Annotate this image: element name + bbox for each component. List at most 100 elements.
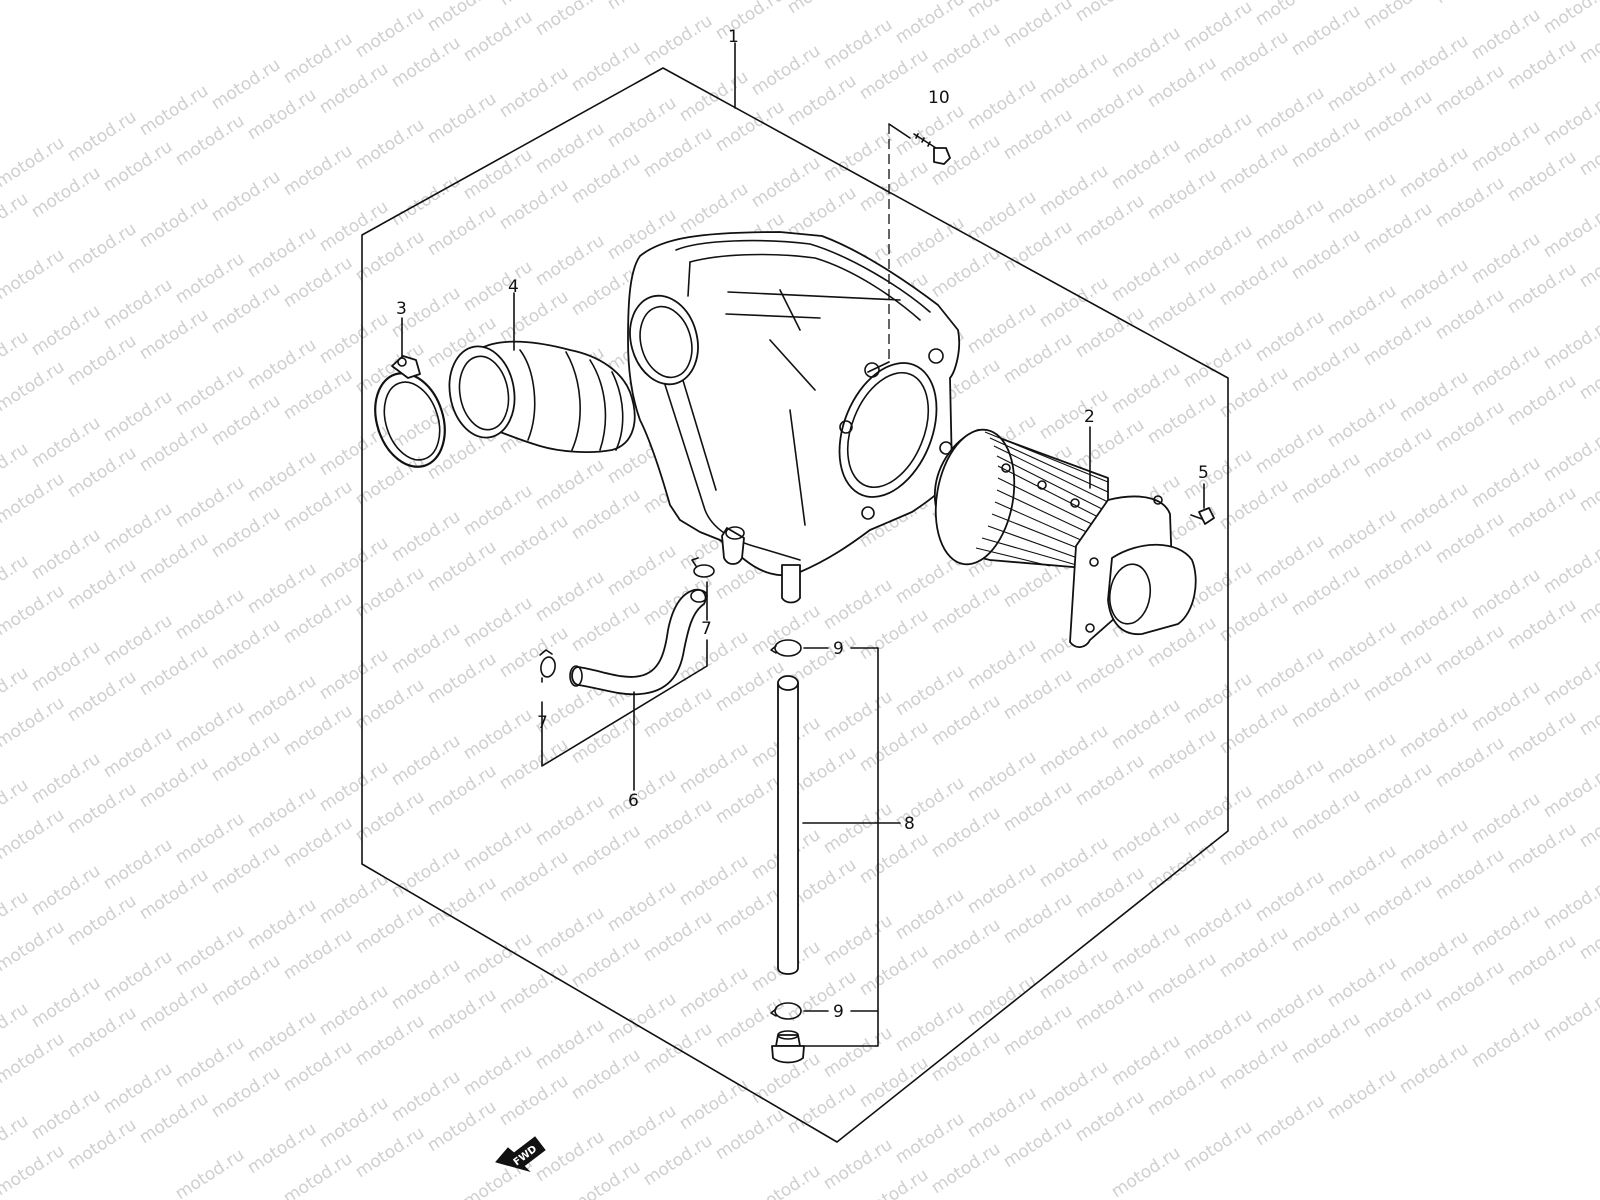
watermark-text: motod.ru: [244, 559, 320, 618]
watermark-text: motod.ru: [136, 193, 212, 252]
watermark-text: motod.ru: [964, 971, 1040, 1030]
watermark-text: motod.ru: [280, 1037, 356, 1096]
watermark-text: motod.ru: [1432, 845, 1508, 904]
watermark-text: motod.ru: [316, 645, 392, 704]
watermark-text: motod.ru: [1324, 505, 1400, 564]
watermark-text: motod.ru: [208, 503, 284, 562]
callout-9-upper: 9: [833, 639, 844, 659]
watermark-text: motod.ru: [1252, 755, 1328, 814]
watermark-text: motod.ru: [532, 0, 608, 40]
watermark-text: motod.ru: [1288, 337, 1364, 396]
watermark-text: motod.ru: [784, 1079, 860, 1138]
watermark-text: motod.ru: [100, 835, 176, 894]
watermark-text: motod.ru: [136, 529, 212, 588]
watermark-text: motod.ru: [928, 579, 1004, 638]
leader-7: [541, 581, 708, 767]
watermark-text: motod.ru: [388, 843, 464, 902]
watermark-text: motod.ru: [1072, 751, 1148, 810]
watermark-text: motod.ru: [244, 85, 320, 144]
watermark-text: motod.ru: [316, 981, 392, 1040]
watermark-text: motod.ru: [1288, 225, 1364, 284]
watermark-text: motod.ru: [1180, 333, 1256, 392]
watermark-text: motod.ru: [1396, 927, 1472, 986]
watermark-text: motod.ru: [748, 41, 824, 100]
watermark-text: motod.ru: [280, 589, 356, 648]
watermark-text: motod.ru: [1360, 423, 1436, 482]
watermark-text: motod.ru: [388, 619, 464, 678]
watermark-text: motod.ru: [1540, 0, 1600, 38]
watermark-text: motod.ru: [1504, 595, 1580, 654]
screw[interactable]: [1190, 507, 1215, 525]
watermark-text: motod.ru: [1396, 591, 1472, 650]
watermark-text: motod.ru: [388, 33, 464, 92]
watermark-text: motod.ru: [1468, 341, 1544, 400]
clip-right[interactable]: [691, 557, 715, 578]
intake-pipe[interactable]: [442, 340, 636, 453]
watermark-text: motod.ru: [640, 1131, 716, 1190]
watermark-text: motod.ru: [1504, 483, 1580, 542]
watermark-text: motod.ru: [676, 1075, 752, 1134]
watermark-text: motod.ru: [208, 55, 284, 114]
watermark-text: motod.ru: [568, 1157, 644, 1200]
drain-plug[interactable]: [771, 1030, 805, 1064]
watermark-text: motod.ru: [892, 885, 968, 944]
clamp[interactable]: [364, 355, 456, 476]
watermark-text: motod.ru: [1072, 639, 1148, 698]
leader-lines: [401, 42, 1205, 1047]
watermark-text: motod.ru: [964, 75, 1040, 134]
bolt[interactable]: [913, 133, 951, 165]
drain-hose[interactable]: [777, 675, 799, 975]
watermark-text: motod.ru: [1144, 1061, 1220, 1120]
watermark-text: motod.ru: [1504, 147, 1580, 206]
watermark-text: motod.ru: [136, 753, 212, 812]
air-cleaner-box[interactable]: [620, 231, 961, 604]
clip-left[interactable]: [539, 649, 556, 678]
watermark-text: motod.ru: [1180, 109, 1256, 168]
callouts: 1 2 3 4 5 6 7 7 8 9 9 10: [396, 27, 1209, 1022]
clip-lower[interactable]: [770, 1002, 802, 1020]
watermark-text: motod.ru: [712, 657, 788, 716]
watermark-text: motod.ru: [28, 413, 104, 472]
watermark-text: motod.ru: [64, 779, 140, 838]
watermark-text: motod.ru: [172, 921, 248, 980]
watermark-text: motod.ru: [0, 245, 68, 304]
watermark-text: motod.ru: [1252, 195, 1328, 254]
clip-upper[interactable]: [770, 639, 802, 657]
watermark-text: motod.ru: [1324, 1065, 1400, 1124]
watermark-text: motod.ru: [1360, 199, 1436, 258]
watermark-text: motod.ru: [1144, 725, 1220, 784]
watermark-text: motod.ru: [1000, 329, 1076, 388]
watermark-text: motod.ru: [316, 869, 392, 928]
watermark-text: motod.ru: [1432, 733, 1508, 792]
watermark-text: motod.ru: [892, 101, 968, 160]
watermark-text: motod.ru: [1252, 1091, 1328, 1150]
watermark-text: motod.ru: [1540, 875, 1600, 934]
watermark-text: motod.ru: [100, 947, 176, 1006]
watermark-text: motod.ru: [352, 675, 428, 734]
watermark-text: motod.ru: [424, 537, 500, 596]
watermark-text: motod.ru: [1072, 975, 1148, 1034]
watermark-text: motod.ru: [1432, 509, 1508, 568]
watermark-text: motod.ru: [64, 107, 140, 166]
watermark-text: motod.ru: [0, 917, 68, 976]
watermark-text: motod.ru: [0, 805, 68, 864]
watermark-text: motod.ru: [1000, 217, 1076, 276]
watermark-text: motod.ru: [1108, 247, 1184, 306]
watermark-text: motod.ru: [1396, 367, 1472, 426]
watermark-text: motod.ru: [532, 1015, 608, 1074]
watermark-text: motod.ru: [172, 473, 248, 532]
air-filter-element[interactable]: [926, 423, 1197, 648]
watermark-text: motod.ru: [424, 89, 500, 148]
watermark-text: motod.ru: [136, 1089, 212, 1148]
watermark-text: motod.ru: [1504, 931, 1580, 990]
watermark-text: motod.ru: [1360, 87, 1436, 146]
watermark-text: motod.ru: [136, 865, 212, 924]
watermark-text: motod.ru: [496, 847, 572, 906]
watermark-text: motod.ru: [1468, 1013, 1544, 1072]
watermark-text: motod.ru: [316, 59, 392, 118]
watermark-text: motod.ru: [100, 499, 176, 558]
watermark-text: motod.ru: [1396, 479, 1472, 538]
watermark-text: motod.ru: [1540, 427, 1600, 486]
watermark-text: motod.ru: [640, 123, 716, 182]
